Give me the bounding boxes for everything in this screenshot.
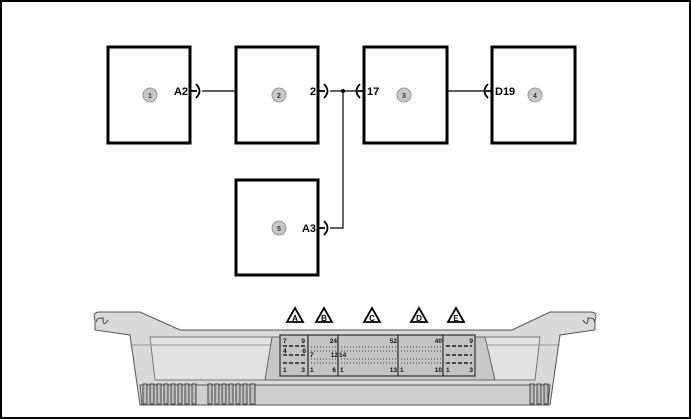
pin-number: 3 <box>301 367 305 374</box>
badge-number: 2 <box>277 93 281 100</box>
badge-2 <box>271 87 287 103</box>
wires <box>202 90 486 229</box>
connector-section-d <box>397 334 444 377</box>
pin-label: D19 <box>495 86 515 98</box>
pin-number: 9 <box>469 338 473 345</box>
pin-number: 1 <box>340 367 344 374</box>
connector-block <box>279 334 476 377</box>
pin-label: A2 <box>174 86 188 98</box>
badge-1 <box>142 87 158 103</box>
pin-number: 6 <box>302 348 306 355</box>
triangle-marker-d-icon <box>409 306 429 323</box>
pin-number: 3 <box>469 367 473 374</box>
pin-label: A3 <box>302 223 316 235</box>
section-letter: D <box>416 314 422 323</box>
badge-5 <box>271 220 287 236</box>
triangle-marker-a-icon <box>285 306 305 323</box>
component-box-3 <box>362 45 449 145</box>
triangle-marker-b-icon <box>314 306 334 323</box>
section-letter: E <box>453 314 459 323</box>
pin-number: 7 <box>283 338 287 345</box>
pin-number: 14 <box>339 352 347 359</box>
triangle-marker-c-icon <box>362 306 382 323</box>
pin-label: 17 <box>367 86 379 98</box>
connector-bracket-icon <box>323 220 329 236</box>
triangle-marker-e-icon <box>446 306 466 323</box>
pin-label: 2 <box>310 86 316 98</box>
pin-number: 40 <box>435 338 443 345</box>
section-letter: A <box>292 314 298 323</box>
pin-number: 1 <box>283 367 287 374</box>
pin-number: 7 <box>310 352 314 359</box>
pin-number: 52 <box>390 338 398 345</box>
connector-bracket-icon <box>355 83 361 99</box>
pin-number: 1 <box>446 367 450 374</box>
component-box-2 <box>234 45 320 145</box>
badge-number: 4 <box>533 93 537 100</box>
pin-number: 6 <box>332 367 336 374</box>
pin-number: 1 <box>400 367 404 374</box>
connector-bracket-icon <box>483 83 489 99</box>
pin-number: 4 <box>283 348 287 355</box>
connector-bracket-icon <box>195 83 201 99</box>
badge-4 <box>527 87 543 103</box>
pin-number: 9 <box>301 338 305 345</box>
badge-3 <box>396 87 412 103</box>
wire-junction-5 <box>330 91 344 229</box>
pin-number: 10 <box>435 367 443 374</box>
section-letter: B <box>321 314 327 323</box>
badge-number: 1 <box>148 93 152 100</box>
connector-bracket-icon <box>323 83 329 99</box>
pin-number: 1 <box>310 367 314 374</box>
section-letter: C <box>369 314 375 323</box>
junction-dot <box>341 89 345 93</box>
badge-number: 3 <box>402 93 406 100</box>
pin-number: 13 <box>390 367 398 374</box>
pin-number: 24 <box>330 338 338 345</box>
pin-number: 12 <box>331 352 339 359</box>
badge-number: 5 <box>277 226 281 233</box>
